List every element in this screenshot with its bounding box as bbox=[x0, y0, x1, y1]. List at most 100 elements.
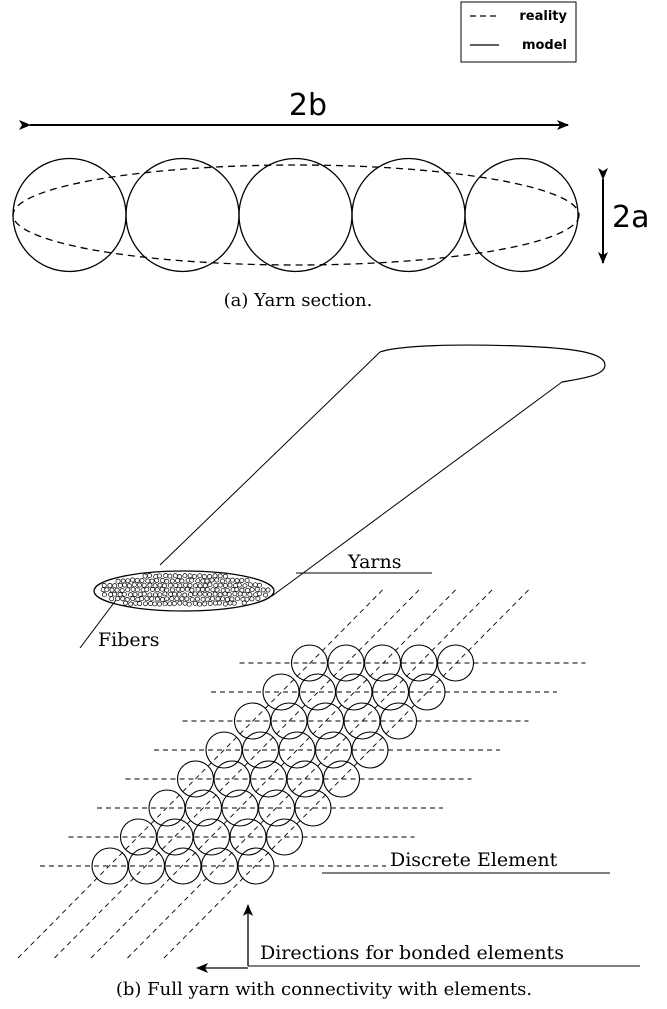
fiber-dot bbox=[155, 596, 160, 602]
fiber-dot bbox=[147, 592, 153, 598]
fiber-dot bbox=[202, 601, 208, 607]
fiber-dot bbox=[174, 596, 180, 602]
fiber-dot bbox=[173, 582, 179, 588]
fiber-dot bbox=[137, 601, 143, 606]
fiber-dot bbox=[163, 573, 169, 579]
directions-label: Directions for bonded elements bbox=[260, 942, 564, 964]
fiber-dot bbox=[236, 582, 242, 588]
fiber-dot bbox=[192, 600, 198, 606]
fiber-dot bbox=[200, 596, 206, 602]
fiber-dot bbox=[135, 596, 141, 602]
discrete-element-label: Discrete Element bbox=[390, 849, 558, 871]
fiber-dot bbox=[214, 587, 220, 593]
fiber-dot bbox=[197, 573, 203, 579]
fiber-dot bbox=[215, 596, 221, 602]
fiber-dot bbox=[134, 577, 140, 583]
fiber-dot bbox=[150, 587, 155, 592]
fiber-dot bbox=[177, 574, 182, 580]
fiber-dot bbox=[164, 578, 170, 584]
fiber-dot bbox=[212, 573, 218, 579]
fiber-dot bbox=[213, 582, 219, 588]
fiber-dot bbox=[109, 587, 115, 593]
fiber-dot bbox=[204, 587, 210, 592]
fiber-dot bbox=[226, 591, 232, 597]
fiber-dot bbox=[143, 601, 149, 607]
fiber-dot bbox=[188, 592, 193, 597]
discrete-element bbox=[294, 789, 332, 827]
fiber-dot bbox=[229, 596, 235, 602]
fiber-dot bbox=[230, 577, 235, 583]
fiber-dot bbox=[239, 577, 245, 583]
fiber-dot bbox=[101, 592, 107, 598]
discrete-element bbox=[351, 731, 389, 769]
fiber-dot bbox=[220, 596, 226, 602]
fiber-dot bbox=[130, 586, 136, 592]
discrete-yarn-panel: Discrete Element Directions for bonded e… bbox=[17, 587, 640, 1000]
model-circle bbox=[12, 157, 127, 273]
yarn-end-cap bbox=[379, 344, 606, 383]
fiber-dot bbox=[214, 577, 220, 583]
fiber-dot bbox=[167, 601, 173, 607]
fiber-dot bbox=[130, 577, 136, 583]
yarn-bottom-edge bbox=[271, 381, 563, 597]
fiber-dot bbox=[145, 578, 151, 584]
fiber-dot bbox=[247, 582, 253, 588]
fiber-dot bbox=[134, 587, 140, 593]
model-circle bbox=[238, 157, 353, 273]
fiber-dot bbox=[179, 596, 185, 602]
fiber-dot bbox=[162, 591, 168, 597]
discrete-element bbox=[322, 760, 361, 798]
fiber-dot bbox=[125, 578, 131, 584]
fiber-dot bbox=[112, 583, 118, 589]
discrete-element bbox=[436, 644, 475, 682]
fiber-dot bbox=[234, 578, 240, 584]
fiber-dot bbox=[237, 591, 243, 597]
legend: reality model bbox=[460, 1, 577, 63]
fiber-dot bbox=[216, 600, 222, 606]
fiber-dot bbox=[197, 591, 203, 597]
fiber-dot bbox=[172, 591, 178, 597]
fiber-dot bbox=[202, 583, 208, 589]
column-bond-line bbox=[127, 587, 495, 959]
fiber-dot bbox=[137, 591, 143, 597]
fiber-dot bbox=[141, 582, 147, 588]
fiber-dot bbox=[172, 573, 178, 579]
height-label: 2a bbox=[612, 200, 649, 235]
model-circles bbox=[12, 157, 579, 273]
fiber-dot bbox=[187, 582, 193, 588]
yarn-section-panel: 2b 2a (a) Yarn section. bbox=[12, 88, 649, 311]
fiber-dot bbox=[242, 583, 248, 589]
fiber-dot bbox=[115, 578, 121, 584]
fiber-dot bbox=[182, 592, 188, 598]
fiber-dot bbox=[119, 587, 125, 593]
fiber-dot bbox=[245, 587, 251, 593]
fiber-dot bbox=[114, 587, 120, 593]
fiber-dot bbox=[176, 591, 182, 597]
fiber-dot bbox=[101, 583, 107, 588]
fiber-dot bbox=[108, 592, 114, 597]
fiber-dot bbox=[137, 582, 142, 588]
fiber-dot bbox=[227, 600, 233, 606]
fiber-dot bbox=[260, 587, 266, 593]
fiber-dot bbox=[159, 586, 165, 592]
fiber-dot bbox=[204, 578, 210, 584]
fiber-dot bbox=[254, 586, 260, 592]
fiber-dot bbox=[160, 597, 165, 602]
discrete-element bbox=[237, 847, 275, 885]
fiber-dot bbox=[209, 577, 215, 583]
fiber-dot bbox=[257, 582, 262, 588]
fiber-dot bbox=[109, 596, 115, 602]
fiber-dot bbox=[175, 578, 181, 584]
fiber-dot bbox=[244, 577, 250, 583]
fiber-dot bbox=[241, 600, 247, 606]
fiber-dots bbox=[100, 573, 271, 607]
fiber-dot bbox=[107, 583, 113, 588]
discrete-element-circles bbox=[91, 644, 475, 885]
fiber-dot bbox=[183, 582, 189, 588]
fiber-dot bbox=[234, 596, 240, 602]
fiber-dot bbox=[187, 573, 193, 579]
fibers-leader bbox=[79, 599, 117, 649]
fiber-dot bbox=[247, 592, 253, 598]
fiber-dot bbox=[222, 573, 228, 579]
